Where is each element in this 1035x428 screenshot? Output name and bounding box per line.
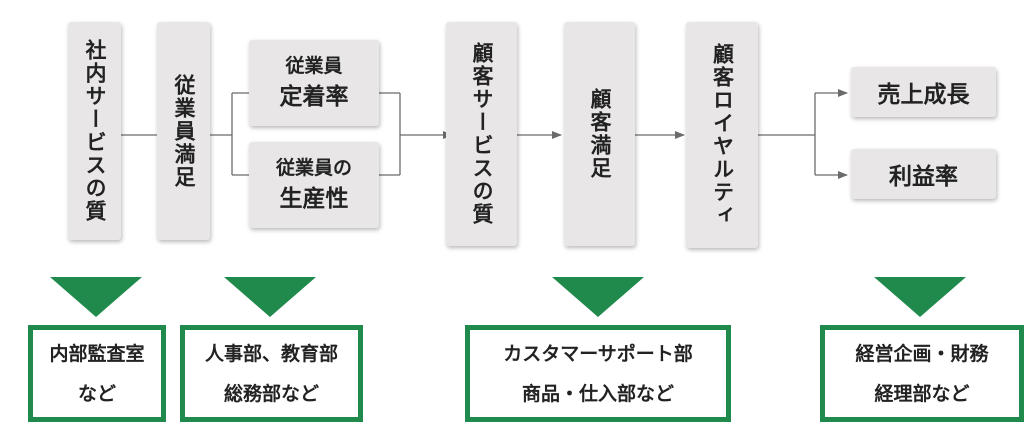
down-arrow-triangle-icon (50, 277, 142, 317)
department-box-customer-support: カスタマーサポート部 商品・仕入部など (465, 325, 731, 422)
revenue-growth-box: 売上成長 (851, 67, 996, 117)
department-box-hr: 人事部、教育部 総務部など (180, 325, 363, 422)
customer-loyalty-box: 顧客ロイヤルティ (686, 22, 758, 248)
employee-productivity-box: 従業員の 生産性 (249, 142, 379, 228)
employee-retention-line1: 従業員 (285, 55, 343, 77)
department-line2: など (77, 382, 116, 405)
employee-satisfaction-box: 従業員満足 (157, 22, 210, 240)
down-arrow-triangle-icon (552, 277, 644, 317)
department-line2: 商品・仕入部など (521, 382, 674, 405)
customer-service-quality-box: 顧客サービスの質 (446, 22, 517, 246)
department-box-audit: 内部監査室 など (28, 325, 166, 422)
department-line1: カスタマーサポート部 (503, 342, 693, 365)
employee-retention-line2: 定着率 (279, 84, 349, 110)
employee-productivity-line2: 生産性 (279, 186, 349, 212)
department-box-finance: 経営企画・財務 経理部など (820, 325, 1024, 422)
department-line1: 内部監査室 (49, 342, 145, 365)
department-line1: 経営企画・財務 (855, 342, 989, 365)
down-arrow-triangle-icon (224, 277, 316, 317)
internal-service-quality-box: 社内サービスの質 (68, 22, 121, 240)
department-line1: 人事部、教育部 (204, 342, 338, 365)
department-line2: 総務部など (223, 382, 319, 405)
department-line2: 経理部など (874, 382, 970, 405)
profit-margin-box: 利益率 (851, 149, 996, 199)
customer-satisfaction-box: 顧客満足 (564, 22, 635, 246)
employee-retention-box: 従業員 定着率 (249, 40, 379, 126)
down-arrow-triangle-icon (874, 277, 966, 317)
employee-productivity-line1: 従業員の (275, 157, 352, 179)
